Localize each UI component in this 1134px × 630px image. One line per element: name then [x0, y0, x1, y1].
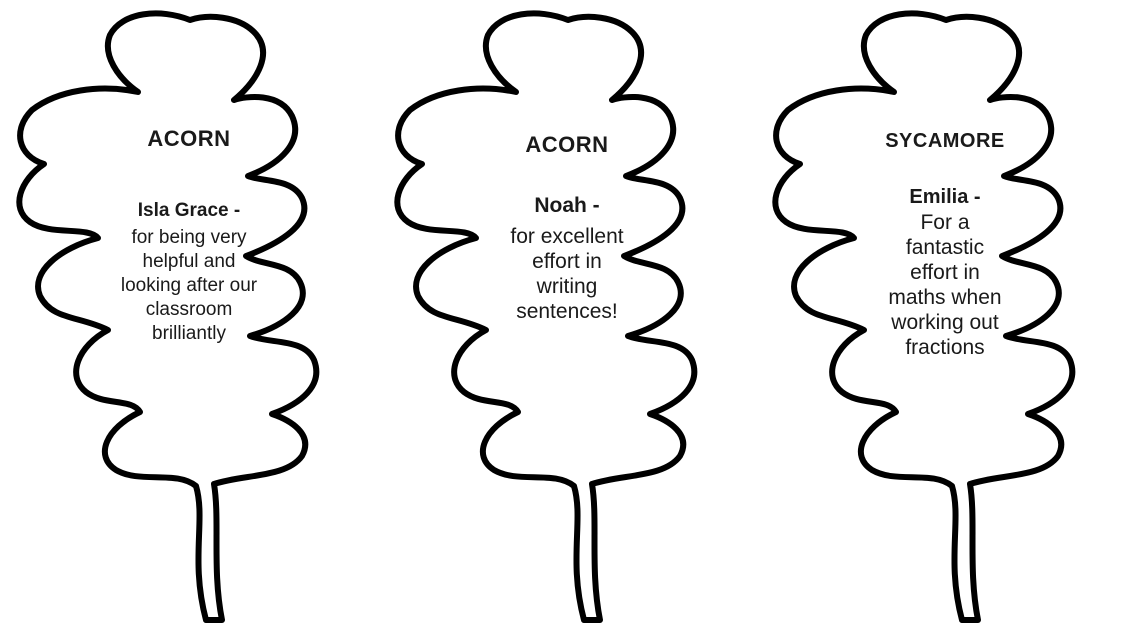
reason-line: effort in [910, 261, 980, 284]
award-reason: for excellent effort in writing sentence… [378, 224, 756, 324]
pupil-name: Emilia - [909, 186, 981, 208]
reason-line: fantastic [905, 236, 985, 259]
reason-line: fractions [905, 336, 985, 359]
reason-line: for being very [131, 227, 247, 248]
pupil-name: Isla Grace - [137, 200, 241, 221]
oak-leaf-outline [772, 10, 1076, 623]
reason-line: looking after our [120, 275, 258, 296]
oak-leaf-outline [394, 10, 698, 623]
class-name: ACORN [147, 126, 231, 151]
reason-line: for excellent [510, 225, 624, 248]
reason-line: classroom [145, 299, 233, 320]
reason-line: working out [891, 311, 999, 334]
reason-line: helpful and [142, 251, 236, 272]
award-leaf-card-1: ACORN Isla Grace - for being very helpfu… [0, 0, 378, 630]
class-name: SYCAMORE [885, 130, 1005, 152]
reason-line: sentences! [516, 300, 618, 323]
reason-line: writing [536, 275, 598, 298]
reason-line: brilliantly [152, 323, 226, 344]
award-leaf-card-2: ACORN Noah - for excellent effort in wri… [378, 0, 756, 630]
award-reason: for being very helpful and looking after… [0, 226, 378, 346]
oak-leaf-outline [16, 10, 320, 623]
reason-line: maths when [888, 286, 1002, 309]
reason-line: For a [920, 211, 970, 234]
pupil-name: Noah - [534, 194, 600, 217]
class-name: ACORN [525, 132, 609, 157]
reason-line: effort in [532, 250, 602, 273]
award-reason: For a fantastic effort in maths when wor… [756, 210, 1134, 360]
award-leaf-card-3: SYCAMORE Emilia - For a fantastic effort… [756, 0, 1134, 630]
